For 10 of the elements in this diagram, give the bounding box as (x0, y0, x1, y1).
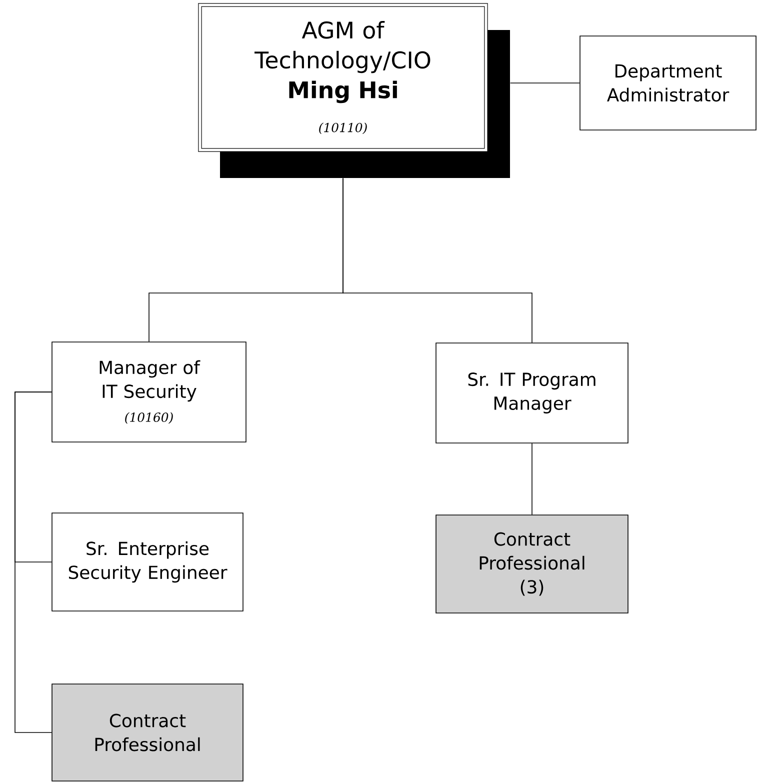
position-box: Contract Professional (52, 684, 244, 782)
position-box: Sr. IT Program Manager (436, 342, 628, 444)
executive-box: AGM of Technology/CIO Ming Hsi (10110) (198, 3, 510, 178)
connector-line (14, 392, 52, 733)
position-box: Sr. Enterprise Security Engineer (52, 512, 244, 612)
connector-line (342, 178, 532, 343)
position-box: Contract Professional (3) (436, 514, 628, 614)
position-box: Manager of IT Security (10160) (52, 342, 246, 442)
position-box: Department Administrator (580, 36, 756, 130)
connector-line (510, 82, 580, 84)
